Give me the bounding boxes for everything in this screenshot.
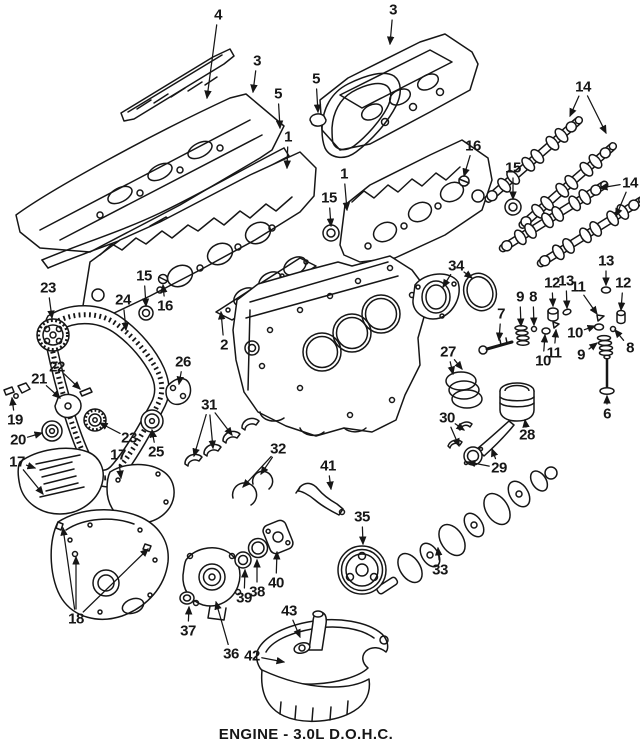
leader-line-15 (326, 207, 335, 228)
leader-line-21 (45, 385, 61, 399)
leader-line-18 (60, 526, 76, 610)
leader-line-27 (453, 359, 463, 370)
leader-line-27 (447, 361, 455, 376)
oil-pump-art (179, 519, 294, 621)
crank-pulley-art (337, 545, 387, 595)
tensioner-parts-art (3, 377, 192, 419)
leader-line-25 (149, 428, 158, 443)
leader-line-12 (548, 292, 557, 308)
leader-line-9 (588, 342, 598, 351)
leader-line-35 (358, 526, 367, 546)
oil-pan-art (255, 610, 389, 722)
right-cover-gasket-art (321, 72, 401, 159)
leader-line-15 (141, 285, 150, 308)
leader-line-10 (540, 333, 549, 352)
leader-line-40 (273, 550, 281, 574)
cam-seals-art (138, 175, 522, 321)
camshafts-art (484, 116, 640, 268)
leader-line-5 (275, 103, 284, 130)
leader-line-8 (530, 306, 538, 327)
leader-line-13 (562, 290, 571, 310)
leader-line-14 (615, 191, 627, 218)
leader-line-14 (569, 95, 580, 118)
leader-line-3 (386, 19, 395, 46)
leader-line-23 (98, 422, 121, 435)
leader-line-1 (342, 183, 351, 212)
leader-line-23 (47, 297, 55, 320)
leader-line-30 (454, 422, 466, 431)
leader-line-34 (463, 270, 473, 279)
piston-rings-art (445, 371, 483, 409)
leader-line-11 (551, 328, 560, 344)
right-cylinder-head-art (339, 139, 493, 263)
leader-line-1 (283, 146, 291, 170)
leader-line-9 (516, 306, 525, 328)
right-valve-cover-art (319, 33, 479, 151)
engine-block-art (232, 255, 427, 437)
leader-line-29 (491, 447, 499, 460)
leader-line-18 (82, 548, 149, 613)
piston-rod-art (447, 382, 535, 466)
leader-line-14 (598, 183, 621, 191)
leader-line-32 (242, 455, 272, 488)
crank-sprocket-art (83, 408, 107, 432)
leader-line-31 (214, 412, 233, 436)
leader-line-17 (25, 462, 37, 470)
leader-line-7 (495, 323, 504, 342)
idler-pulley-art (140, 409, 164, 433)
timing-covers-art (17, 447, 175, 620)
valvetrain-parts-art (478, 286, 626, 395)
diagram-caption: ENGINE - 3.0L D.O.H.C. (218, 726, 394, 743)
leader-line-16 (160, 283, 168, 297)
leader-line-30 (450, 426, 460, 448)
leader-line-24 (121, 309, 129, 332)
leader-lines (9, 19, 627, 665)
leader-line-16 (462, 154, 471, 178)
leader-line-36 (214, 600, 229, 646)
leader-line-37 (184, 605, 193, 622)
leader-line-39 (241, 568, 249, 589)
crankshaft-art (376, 466, 558, 595)
rear-seal-retainer-art (412, 272, 498, 320)
baffle-plate-art (120, 48, 235, 122)
leader-line-32 (260, 456, 274, 476)
leader-line-33 (434, 546, 443, 561)
leader-line-10 (583, 324, 597, 333)
leader-line-17 (22, 469, 44, 495)
leader-line-19 (9, 396, 17, 411)
bracket-tube-art (295, 482, 346, 516)
leader-line-20 (26, 431, 44, 439)
leader-line-3 (250, 70, 258, 94)
main-bearings-art (184, 417, 260, 467)
leader-line-31 (192, 413, 207, 458)
leader-line-29 (466, 459, 490, 468)
leader-line-22 (63, 373, 81, 390)
leader-line-26 (176, 371, 185, 386)
leader-line-2 (217, 310, 226, 336)
leader-line-31 (208, 414, 217, 450)
leader-line-5 (313, 88, 322, 114)
tensioner-pulley-art (41, 420, 63, 442)
leader-line-42 (261, 656, 286, 665)
leader-line-41 (326, 475, 334, 491)
leader-line-12 (617, 292, 626, 312)
left-cylinder-head-art (81, 151, 317, 319)
leader-line-8 (614, 329, 625, 341)
leader-line-11 (583, 294, 598, 316)
leader-line-4 (204, 24, 218, 100)
leader-line-43 (292, 619, 301, 639)
cam-sprocket-art (36, 318, 70, 352)
leader-line-28 (522, 418, 530, 428)
leader-line-34 (442, 273, 452, 289)
leader-line-17 (116, 464, 124, 480)
gasket-piece-art (309, 113, 327, 127)
leader-line-14 (586, 95, 607, 135)
